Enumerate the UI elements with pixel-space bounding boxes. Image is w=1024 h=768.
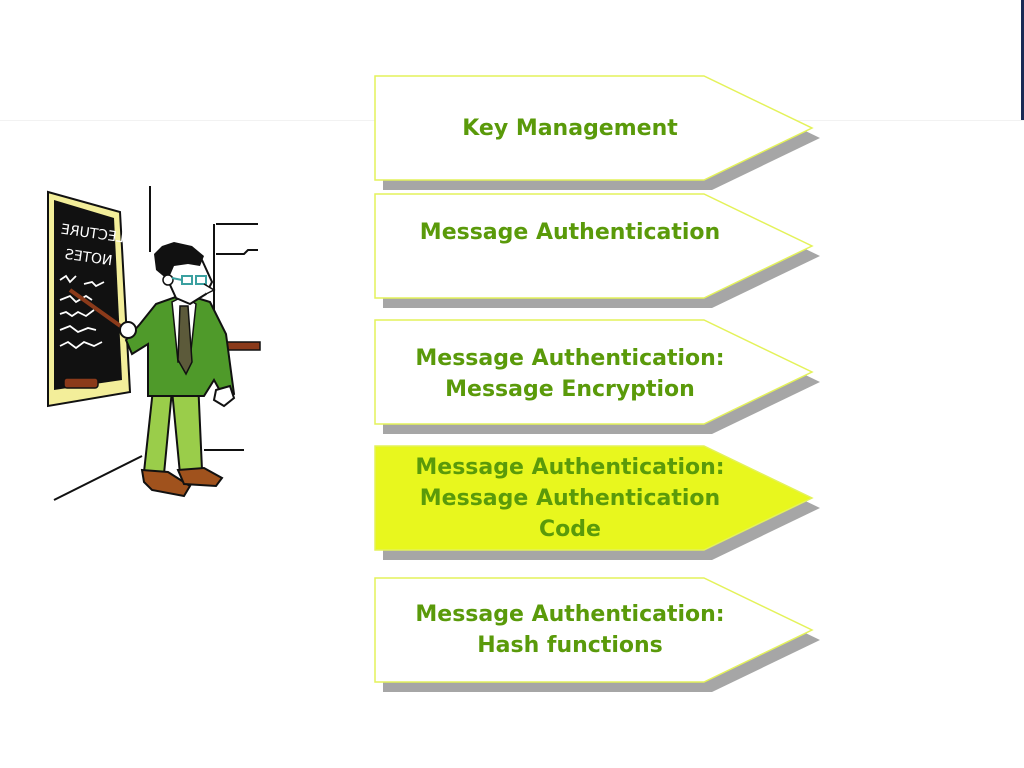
arrow-hash-functions: Message Authentication: Hash functions <box>374 577 822 695</box>
arrow-message-authentication: Message Authentication <box>374 193 822 311</box>
arrow-label: Message Authentication: Hash functions <box>415 602 725 658</box>
arrow-label: Message Authentication <box>419 219 721 245</box>
arrow-label: Message Authentication: Message Encrypti… <box>415 346 725 402</box>
right-edge-bar <box>1021 0 1024 120</box>
arrow-shape <box>374 319 820 434</box>
lecturer-icon: LECTURE NOTES <box>47 186 261 501</box>
arrow-message-authentication-code: Message Authentication: Message Authenti… <box>374 445 822 563</box>
board-line-2: NOTES <box>64 247 114 270</box>
arrow-label: Message Authentication: Message Authenti… <box>415 454 725 542</box>
arrow-label: Key Management <box>462 115 678 141</box>
arrow-shape <box>374 193 820 308</box>
arrow-message-encryption: Message Authentication: Message Encrypti… <box>374 319 822 437</box>
arrow-shape <box>374 75 820 190</box>
lecturer-illustration-icon: LECTURE NOTES <box>44 184 264 504</box>
arrow-shape <box>374 445 820 560</box>
arrow-shape <box>374 577 820 692</box>
arrow-key-management: Key Management <box>374 75 822 193</box>
